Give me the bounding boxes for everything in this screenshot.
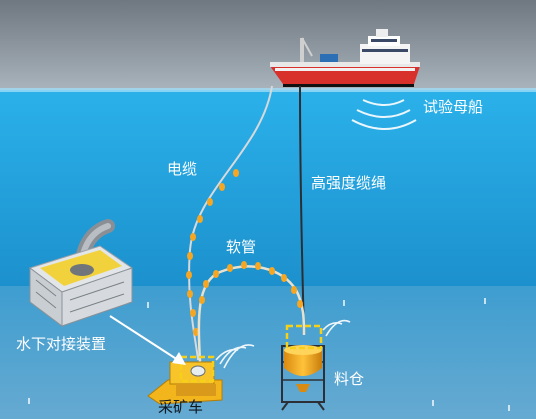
seabed-markers <box>28 298 510 411</box>
label-electric-cable: 电缆 <box>167 160 198 178</box>
ship-signal-waves <box>351 99 417 130</box>
sky <box>0 0 536 92</box>
label-soft-hose: 软管 <box>226 238 257 256</box>
label-high-strength-rope: 高强度缆绳 <box>311 174 387 192</box>
label-test-mother-ship: 试验母船 <box>423 98 484 116</box>
docking-device-inset <box>28 219 134 327</box>
soft-hose <box>197 265 306 363</box>
silo-docking-highlight <box>285 324 323 350</box>
docking-pointer-arrow <box>109 315 186 365</box>
hose-floats <box>199 261 303 308</box>
material-silo <box>281 345 325 411</box>
test-mother-ship <box>270 29 420 87</box>
silo-signal-waves <box>322 319 351 337</box>
cable-floats <box>186 169 239 336</box>
label-mining-collector: 采矿车 <box>158 398 204 416</box>
collector-signal-waves <box>215 344 255 369</box>
sea-surface <box>0 88 536 92</box>
collector-docking-highlight <box>179 355 215 383</box>
label-underwater-docking-device: 水下对接装置 <box>16 335 107 353</box>
label-material-silo: 料仓 <box>334 370 365 388</box>
